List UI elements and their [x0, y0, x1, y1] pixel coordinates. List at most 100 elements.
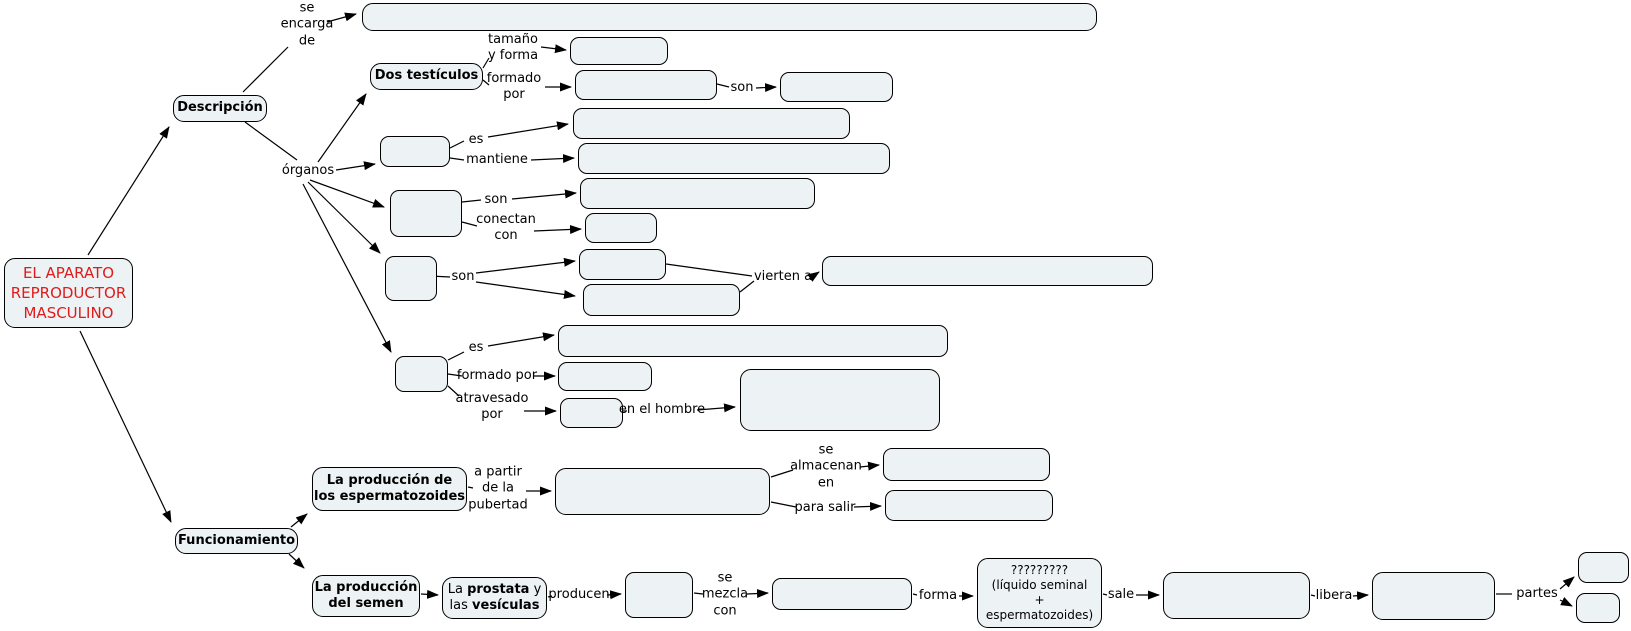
connector-line [482, 79, 490, 86]
connector-line [475, 257, 576, 274]
connector-line [530, 154, 575, 164]
link-label-son-1: son [730, 79, 754, 95]
blank-node-son-1[interactable] [780, 72, 893, 102]
connector-line [1559, 597, 1573, 607]
link-label-organos: órganos [281, 162, 335, 178]
connector-line [716, 83, 730, 88]
link-label-formado-por-2: formado por [456, 367, 538, 383]
blank-node-organo-1[interactable] [380, 136, 450, 167]
connector-line [1559, 576, 1575, 590]
prostata-vesiculas-text: La prostata y las vesículas [447, 581, 542, 613]
connector-line [447, 385, 460, 397]
blank-node-sale[interactable] [1163, 572, 1310, 619]
blank-node-formado-por-2[interactable] [558, 362, 652, 391]
blank-node-es-2[interactable] [558, 325, 948, 357]
connector-line [244, 121, 298, 161]
connector-line [447, 373, 463, 377]
connector-line [912, 593, 918, 596]
connector-line [461, 221, 478, 227]
connector-line [447, 351, 465, 361]
descripcion-text: Descripción [177, 100, 263, 116]
connector-line [533, 224, 582, 234]
blank-node-organo-3[interactable] [385, 256, 437, 301]
connector-line [693, 592, 704, 595]
connector-line [307, 181, 381, 254]
connector-line [482, 57, 490, 69]
blank-node-atravesado-por[interactable] [560, 398, 623, 428]
link-label-formado-por-1: formado por [486, 70, 542, 102]
blank-node-se-almacenan-en[interactable] [883, 448, 1050, 481]
connector-line [487, 121, 569, 138]
node-funcionamiento[interactable]: Funcionamiento [175, 528, 298, 554]
link-label-en-el-hombre: en el hombre [618, 401, 706, 417]
blank-node-son-3a[interactable] [579, 249, 666, 280]
connector-line [335, 161, 376, 171]
connector-line [487, 332, 555, 347]
connector-line [87, 126, 170, 256]
link-label-se-almacenan-en: se almacenan en [790, 442, 862, 491]
link-label-vierten-a: vierten a [753, 268, 813, 284]
blank-node-organo-4[interactable] [395, 356, 448, 392]
link-label-producen: producen [548, 586, 610, 602]
link-label-se-mezcla-con: se mezcla con [701, 570, 749, 619]
link-label-son-3: son [451, 268, 475, 284]
liquido-seminal-text: ????????? (líquido seminal + espermatozo… [985, 563, 1094, 622]
blank-node-son-3b[interactable] [583, 284, 740, 316]
root-title-text: EL APARATO REPRODUCTOR MASCULINO [10, 263, 127, 323]
blank-node-producen[interactable] [625, 572, 693, 618]
connector-line [79, 330, 172, 523]
node-prostata-vesiculas[interactable]: La prostata y las vesículas [442, 577, 547, 619]
connector-line [770, 501, 797, 508]
link-label-forma: forma [918, 587, 958, 603]
connector-line [302, 183, 392, 353]
produccion-espermatozoides-text: La producción de los espermatozoides [313, 472, 466, 504]
node-produccion-semen[interactable]: La producción del semen [312, 575, 420, 617]
connector-line [859, 461, 880, 471]
connector-line [449, 140, 465, 149]
blank-node-es-1[interactable] [573, 108, 850, 139]
node-root-title[interactable]: EL APARATO REPRODUCTOR MASCULINO [4, 258, 133, 328]
blank-node-vierten-a[interactable] [822, 256, 1153, 286]
blank-node-a-partir-pubertad[interactable] [555, 468, 770, 515]
node-dos-testiculos[interactable]: Dos testículos [370, 63, 483, 90]
blank-node-parte-2[interactable] [1576, 593, 1620, 623]
connector-line [1102, 593, 1108, 596]
link-label-partes: partes [1516, 585, 1558, 601]
link-label-se-encarga-de: se encarga de [280, 0, 334, 49]
link-label-libera: libera [1315, 587, 1353, 603]
node-produccion-espermatozoides[interactable]: La producción de los espermatozoides [312, 467, 467, 511]
node-liquido-seminal[interactable]: ????????? (líquido seminal + espermatozo… [977, 558, 1102, 628]
link-label-sale: sale [1107, 586, 1135, 602]
link-label-es-1: es [468, 131, 484, 147]
connector-line [288, 553, 305, 569]
blank-node-en-el-hombre[interactable] [740, 369, 940, 431]
node-descripcion[interactable]: Descripción [173, 95, 267, 122]
produccion-semen-text: La producción del semen [314, 579, 418, 611]
connector-line [420, 589, 439, 599]
blank-node-organo-2[interactable] [390, 190, 462, 237]
connector-line [467, 486, 474, 489]
connector-line [290, 513, 308, 528]
connector-line [755, 83, 777, 93]
blank-node-parte-1[interactable] [1578, 552, 1629, 583]
connector-line [449, 157, 465, 161]
link-label-tamano-y-forma: tamaño y forma [487, 31, 539, 63]
blank-node-mantiene[interactable] [578, 143, 890, 174]
dos-testiculos-text: Dos testículos [374, 68, 479, 84]
connector-line [511, 189, 577, 200]
connector-line [1310, 594, 1316, 597]
connector-line [606, 590, 622, 600]
connector-line [461, 199, 482, 203]
blank-node-se-encarga-de[interactable] [362, 3, 1097, 31]
blank-node-formado-por-testiculos[interactable] [575, 70, 717, 100]
blank-node-se-mezcla-con[interactable] [772, 578, 912, 610]
blank-node-tamano-y-forma[interactable] [570, 37, 668, 65]
blank-node-conectan-con[interactable] [585, 213, 657, 243]
connector-line [540, 44, 567, 54]
connector-line [696, 403, 736, 413]
blank-node-para-salir[interactable] [885, 490, 1053, 521]
blank-node-libera[interactable] [1372, 572, 1495, 620]
blank-node-son-2[interactable] [580, 178, 815, 209]
